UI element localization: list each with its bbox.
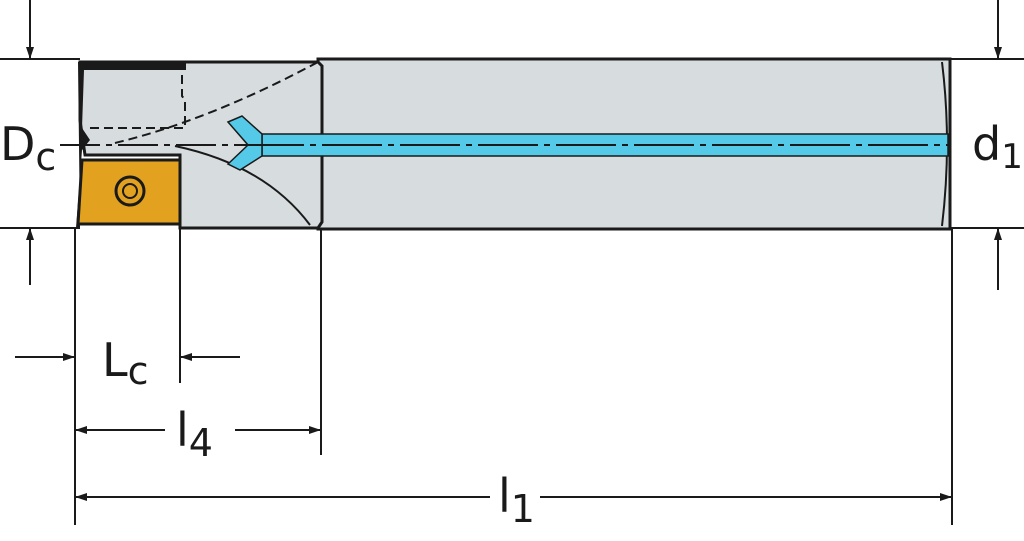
cutting-insert bbox=[76, 62, 186, 228]
extension-lines bbox=[0, 58, 1024, 525]
lc-label: Lc bbox=[102, 333, 149, 393]
d1-label: d1 bbox=[972, 117, 1023, 177]
l4-label: l4 bbox=[176, 403, 213, 465]
coolant-channel bbox=[226, 115, 949, 171]
insert-screw-icon bbox=[114, 175, 146, 207]
dc-label: Dc bbox=[0, 117, 56, 179]
l1-label: l1 bbox=[498, 469, 535, 531]
